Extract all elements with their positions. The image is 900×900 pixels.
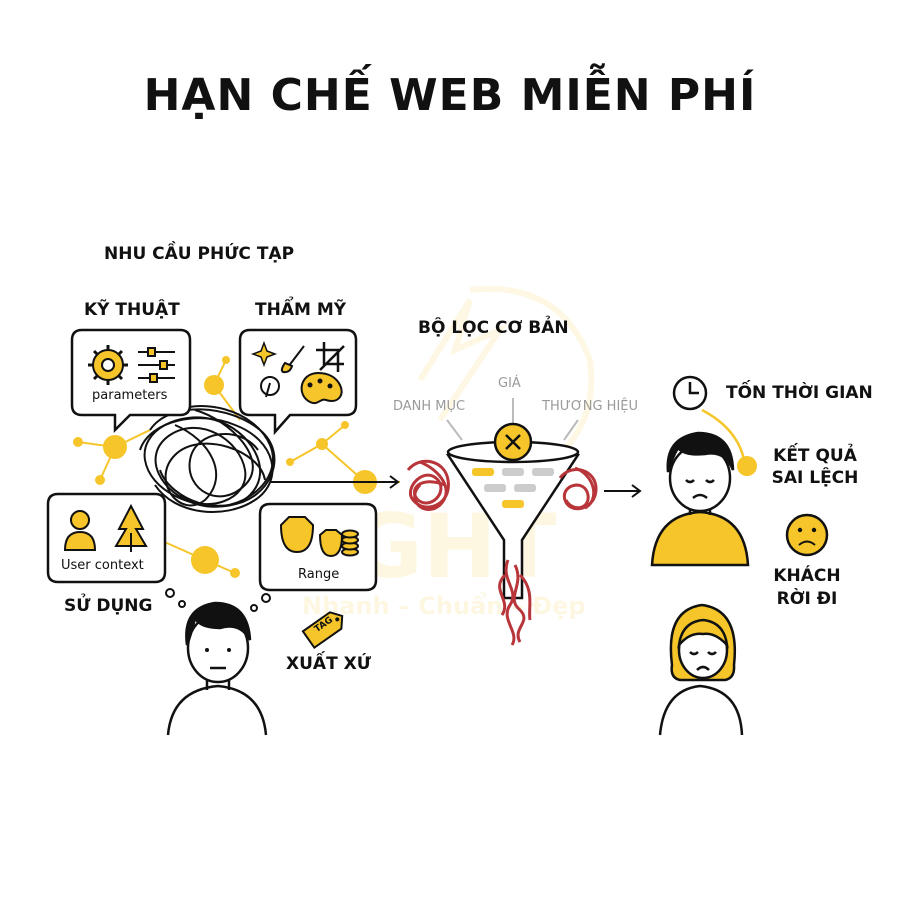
parameters-text: parameters — [92, 388, 168, 403]
arrow-to-filter — [270, 475, 400, 489]
tree-icon — [114, 503, 148, 552]
pinterest-icon — [260, 376, 280, 398]
result-dot — [737, 456, 757, 476]
price-tag-icon — [301, 611, 344, 650]
label-customer-leaves-1: KHÁCH — [773, 566, 841, 586]
gear-icon — [88, 345, 128, 385]
complex-tangle — [139, 405, 276, 513]
confused-person — [166, 601, 268, 736]
filter-price: GIÁ — [498, 376, 521, 391]
user-context-text: User context — [61, 558, 144, 573]
frustrated-woman — [658, 603, 744, 736]
watermark-logo — [417, 285, 595, 473]
label-time-cost: TỐN THỜI GIAN — [726, 383, 873, 403]
arrow-to-results — [604, 484, 642, 498]
brush-icon — [280, 345, 305, 374]
sparkles-icon — [250, 340, 278, 368]
label-aesthetic: THẨM MỸ — [255, 300, 347, 320]
filter-guides — [446, 398, 579, 441]
bubble-technical — [70, 328, 192, 434]
red-tangle-bottom — [498, 559, 532, 646]
reject-x-icon — [493, 422, 533, 462]
sad-face-icon — [785, 513, 829, 557]
range-text: Range — [298, 567, 340, 582]
sliders-icon — [138, 347, 175, 383]
palette-icon — [300, 371, 343, 405]
page-title: HẠN CHẾ WEB MIỄN PHÍ — [143, 70, 757, 121]
red-tangle-right — [558, 466, 598, 511]
label-wrong-results-2: SAI LỆCH — [771, 468, 859, 488]
label-customer-leaves-2: RỜI ĐI — [776, 589, 838, 609]
label-wrong-results-1: KẾT QUẢ — [773, 446, 857, 466]
thought-dots — [165, 588, 271, 612]
crop-icon — [316, 342, 345, 372]
heading-complex-needs: NHU CẦU PHỨC TẠP — [97, 244, 301, 267]
watermark-slogan: Nhanh – Chuẩn – Đẹp — [302, 592, 586, 620]
money-icon — [279, 516, 359, 558]
filter-funnel — [445, 440, 581, 600]
clock-icon — [672, 375, 708, 411]
label-technical: KỸ THUẬT — [84, 300, 180, 320]
filter-brand: THƯƠNG HIỆU — [542, 399, 639, 414]
red-tangle-left — [406, 459, 450, 511]
label-usage: SỬ DỤNG — [64, 596, 153, 616]
label-origin: XUẤT XỨ — [286, 654, 371, 674]
frustrated-man — [650, 431, 750, 567]
user-icon — [63, 510, 97, 551]
filter-category: DANH MỤC — [393, 399, 466, 414]
heading-basic-filter: BỘ LỌC CƠ BẢN — [412, 318, 575, 341]
funnel-chips — [472, 468, 554, 508]
